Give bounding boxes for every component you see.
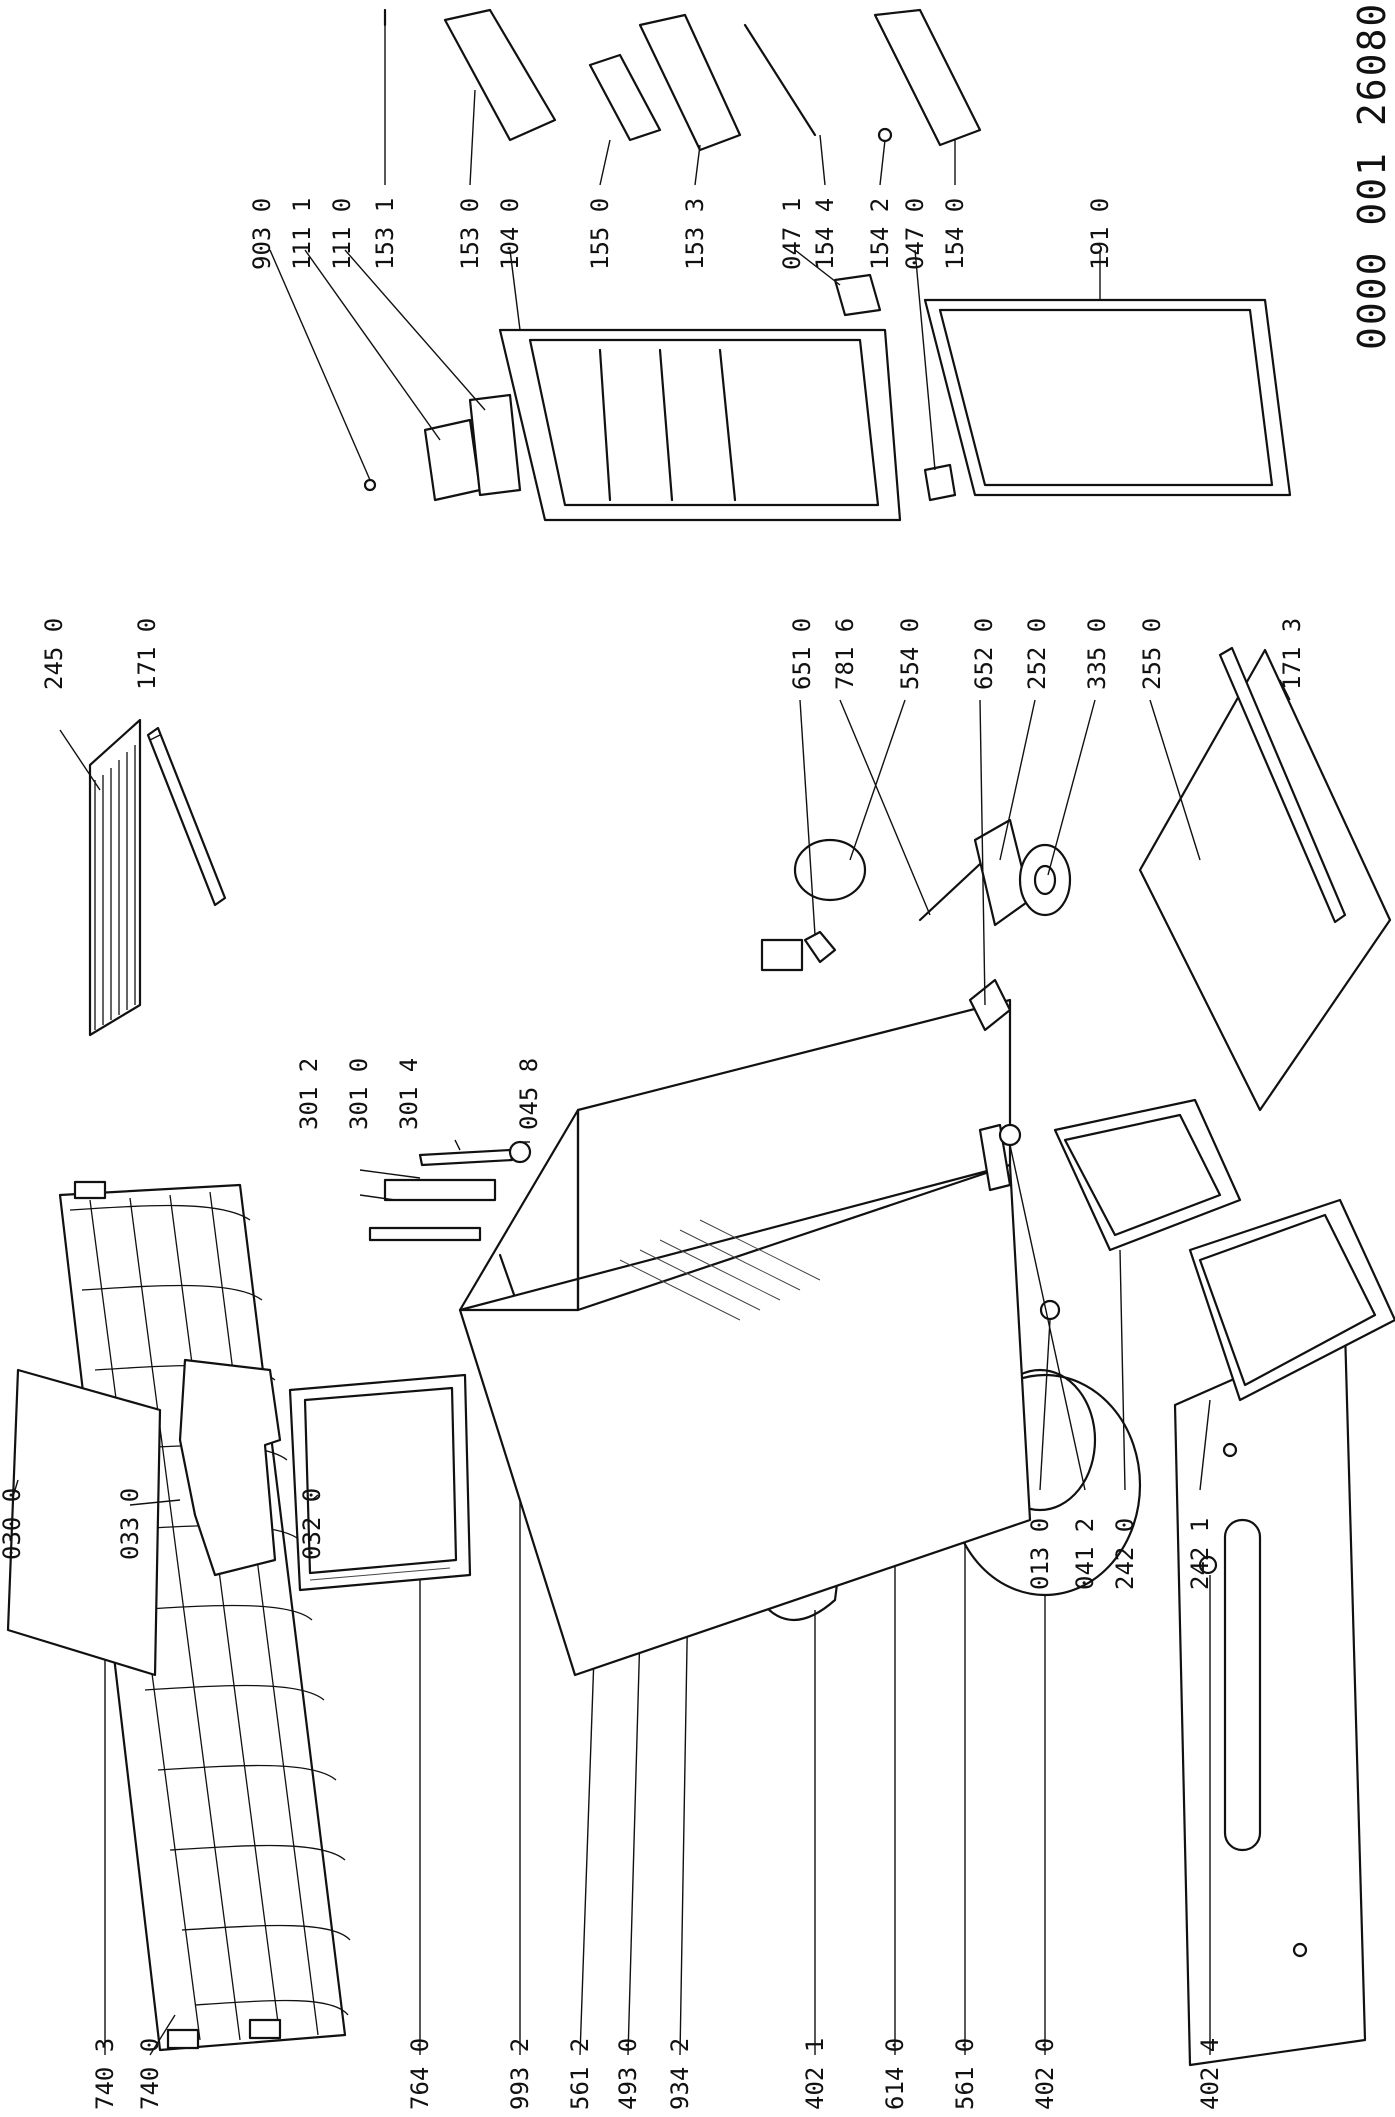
label-171-0: 171 0 <box>133 618 161 690</box>
label-153-3: 153 3 <box>681 198 709 270</box>
label-153-0: 153 0 <box>456 198 484 270</box>
top-panel <box>6 1368 162 1677</box>
crisper-drawer-upper <box>1053 1098 1242 1252</box>
label-155-0: 155 0 <box>586 198 614 270</box>
label-764-0: 764 0 <box>406 2038 434 2110</box>
washer-part <box>1198 1555 1218 1575</box>
label-047-0: 047 0 <box>901 198 929 270</box>
thermostat-knob <box>1018 843 1072 917</box>
label-153-1: 153 1 <box>371 198 399 270</box>
label-111-1: 111 1 <box>288 198 316 270</box>
document-number: 0000 001 26080 <box>1350 2 1394 350</box>
label-402-4: 402 4 <box>1196 2038 1224 2110</box>
hinge-bracket <box>978 1123 1022 1192</box>
label-740-3: 740 3 <box>91 2038 119 2110</box>
door-bin-middle <box>638 13 742 152</box>
foot-screw <box>1039 1299 1061 1321</box>
door-bin-lower <box>873 8 982 147</box>
door-gasket <box>923 298 1292 497</box>
label-335-0: 335 0 <box>1083 618 1111 690</box>
label-493-0: 493 0 <box>614 2038 642 2110</box>
label-652-0: 652 0 <box>970 618 998 690</box>
label-045-8: 045 8 <box>515 1058 543 1130</box>
label-032-0: 032 0 <box>298 1488 326 1560</box>
glass-plate <box>1138 648 1392 1112</box>
label-047-1: 047 1 <box>778 198 806 270</box>
door-hinge-lower <box>923 463 957 502</box>
label-171-3: 171 3 <box>1278 618 1306 690</box>
lamp-socket <box>803 930 837 964</box>
label-041-2: 041 2 <box>1071 1518 1099 1590</box>
grille-rack <box>88 718 142 1037</box>
label-252-0: 252 0 <box>1023 618 1051 690</box>
rack-strip <box>146 726 227 907</box>
label-154-2: 154 2 <box>866 198 894 270</box>
adjust-knob <box>508 1140 532 1164</box>
label-402-0: 402 0 <box>1031 2038 1059 2110</box>
label-301-4: 301 4 <box>395 1058 423 1130</box>
glass-shelf <box>178 1358 282 1577</box>
door-inner-panel <box>498 328 902 522</box>
label-030-0: 030 0 <box>0 1488 26 1560</box>
label-154-0: 154 0 <box>941 198 969 270</box>
label-242-1: 242 1 <box>1186 1518 1214 1590</box>
label-255-0: 255 0 <box>1138 618 1166 690</box>
rail-strip-main <box>383 1178 497 1202</box>
label-740-0: 740 0 <box>136 2038 164 2110</box>
shelf-frame <box>288 1373 472 1592</box>
mounting-plate <box>1173 1328 1367 2067</box>
bottle-bar <box>743 23 817 137</box>
door-bin-upper <box>443 8 557 142</box>
rail-strip-upper <box>368 1226 482 1242</box>
label-154-4: 154 4 <box>811 198 839 270</box>
rail-strip-lower <box>418 1148 514 1167</box>
label-561-0: 561 0 <box>951 2038 979 2110</box>
bar-clip <box>877 127 893 143</box>
door-hinge-upper <box>833 273 882 317</box>
label-242-0: 242 0 <box>1111 1518 1139 1590</box>
cabinet-shell <box>458 998 1032 1677</box>
label-245-0: 245 0 <box>40 618 68 690</box>
label-993-2: 993 2 <box>506 2038 534 2110</box>
label-111-0: 111 0 <box>328 198 356 270</box>
lamp-switch <box>968 978 1012 1032</box>
label-614-0: 614 0 <box>881 2038 909 2110</box>
label-903-0: 903 0 <box>248 198 276 270</box>
label-402-1: 402 1 <box>801 2038 829 2110</box>
screw-small <box>363 478 377 492</box>
label-033-0: 033 0 <box>116 1488 144 1560</box>
label-191-0: 191 0 <box>1086 198 1114 270</box>
label-301-2: 301 2 <box>295 1058 323 1130</box>
label-651-0: 651 0 <box>788 618 816 690</box>
label-561-2: 561 2 <box>566 2038 594 2110</box>
label-104-0: 104 0 <box>496 198 524 270</box>
egg-tray <box>588 53 662 142</box>
crisper-drawer-lower <box>1188 1198 1395 1402</box>
glass-plate-strip <box>1218 646 1347 924</box>
label-554-0: 554 0 <box>896 618 924 690</box>
label-781-6: 781 6 <box>831 618 859 690</box>
label-934-2: 934 2 <box>666 2038 694 2110</box>
hinge-cover <box>423 418 482 502</box>
label-013-0: 013 0 <box>1026 1518 1054 1590</box>
label-301-0: 301 0 <box>345 1058 373 1130</box>
hinge-plate <box>468 393 522 497</box>
